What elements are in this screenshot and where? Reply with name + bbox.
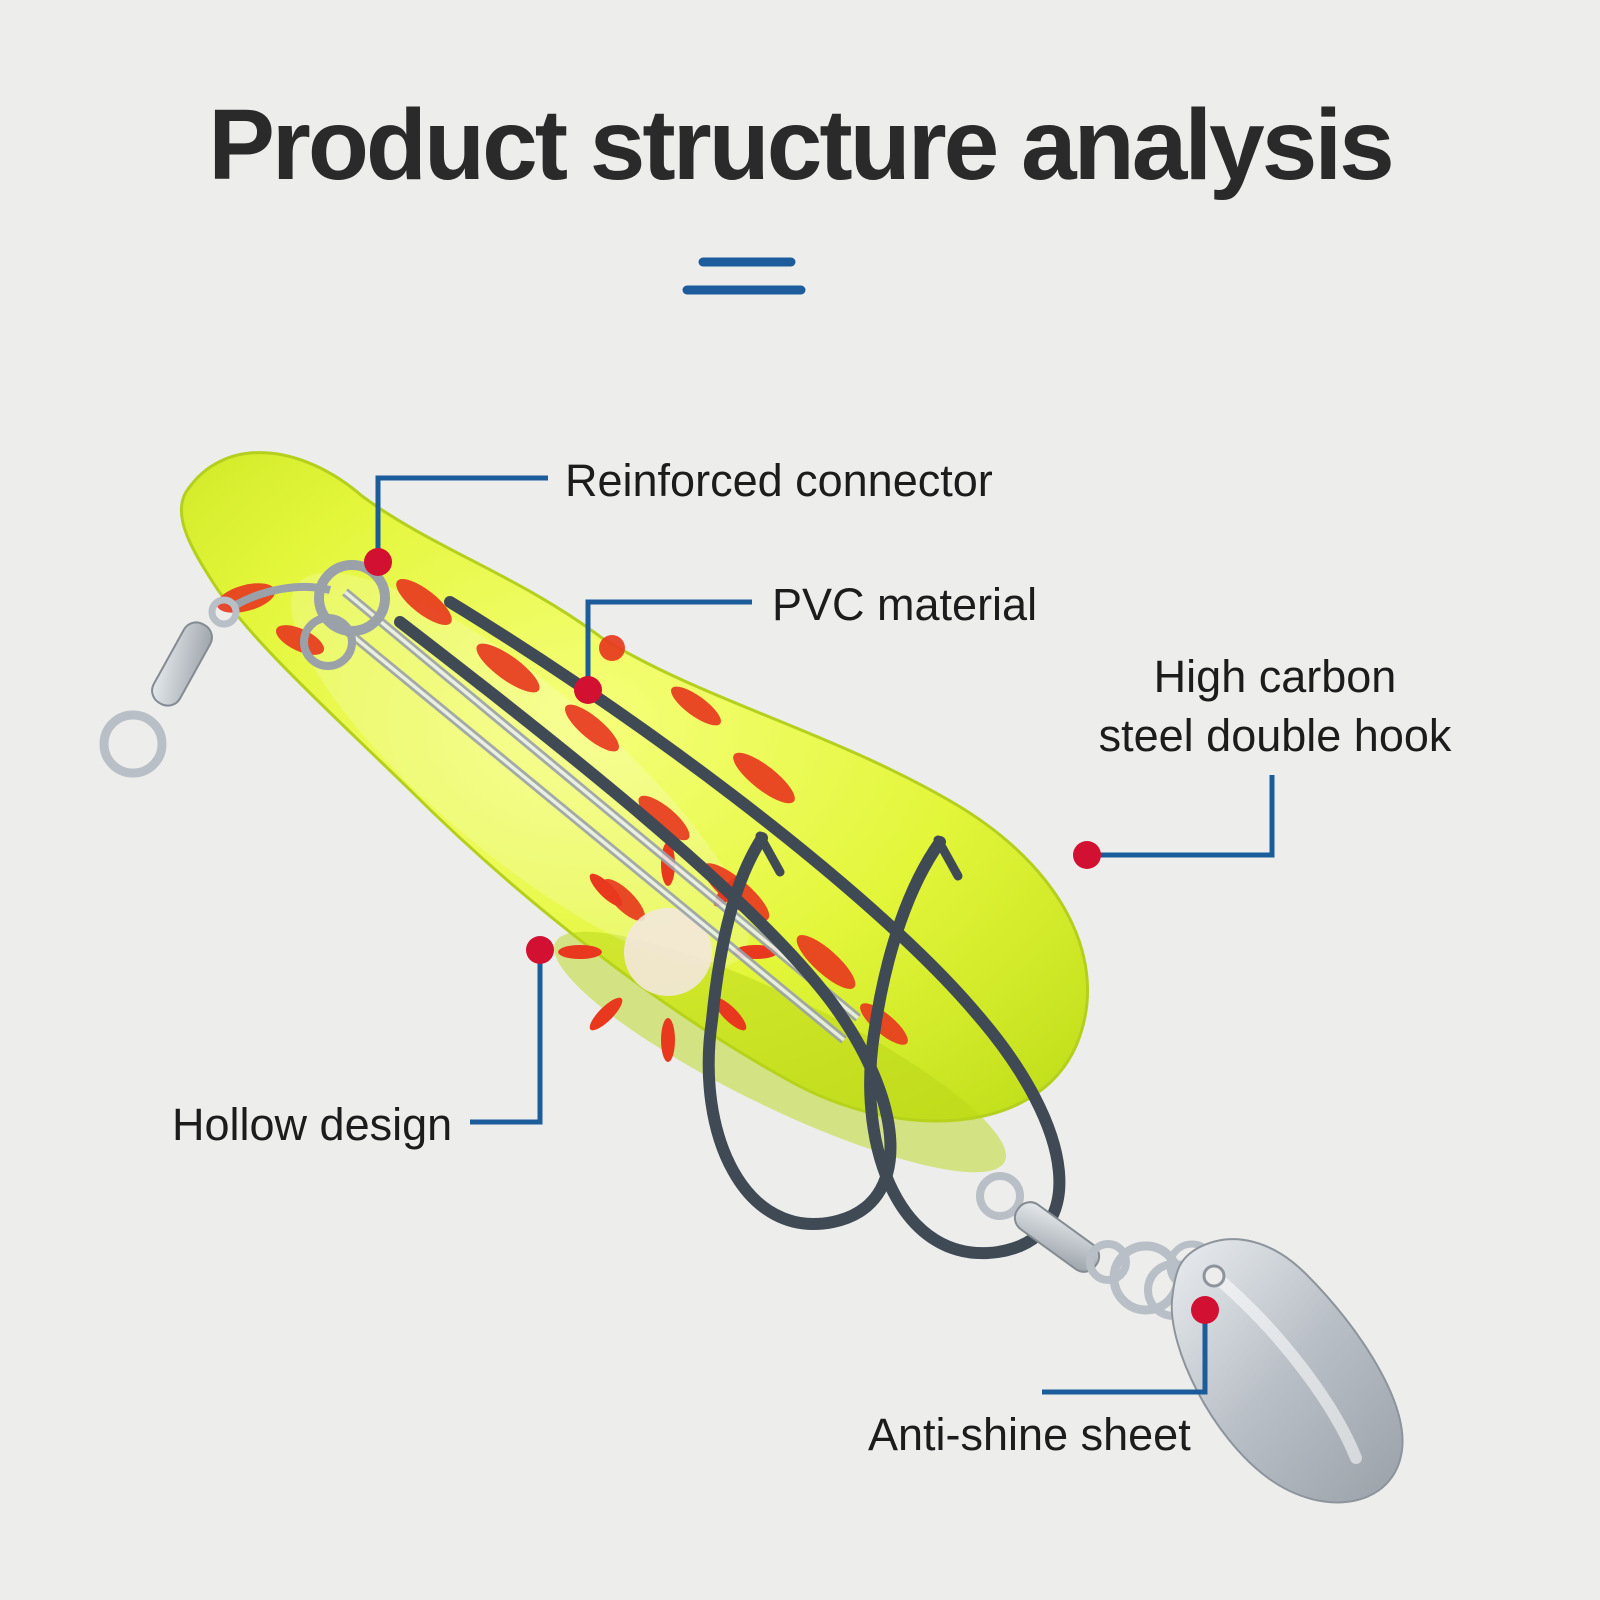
callout-lines [375,475,1275,1395]
callout-dots [364,548,1219,1324]
label-double-hook-line1: High carbon [1153,651,1397,702]
callout-line-reinforced-connector [375,475,548,562]
callout-line-anti-shine [1042,1310,1208,1395]
label-double-hook-line2: steel double hook [1098,709,1452,761]
callout-dot-anti-shine [1191,1296,1219,1324]
callout-line-pvc-material [585,599,752,690]
anti-shine-spoon-blade [1170,1238,1404,1504]
hook-shank-wires [333,588,861,1044]
callout-dot-pvc-material [574,676,602,704]
label-anti-shine: Anti-shine sheet [868,1409,1191,1460]
label-hollow-design: Hollow design [172,1099,453,1150]
callout-dot-hollow-design [526,936,554,964]
callout-dot-double-hook [1073,841,1101,869]
divider-lines-icon [682,257,806,295]
callout-line-hollow-design [470,950,543,1125]
callout-line-double-hook [1087,775,1275,858]
label-reinforced-connector: Reinforced connector [565,455,993,506]
label-pvc-material: PVC material [772,579,1038,630]
reinforced-connector-loops [232,560,390,670]
front-swivel [99,596,240,778]
page-title: Product structure analysis [208,89,1395,201]
label-double-hook: High carbon steel double hook [1085,648,1465,765]
callout-dot-reinforced-connector [364,548,392,576]
blade-hole [1202,1264,1226,1288]
